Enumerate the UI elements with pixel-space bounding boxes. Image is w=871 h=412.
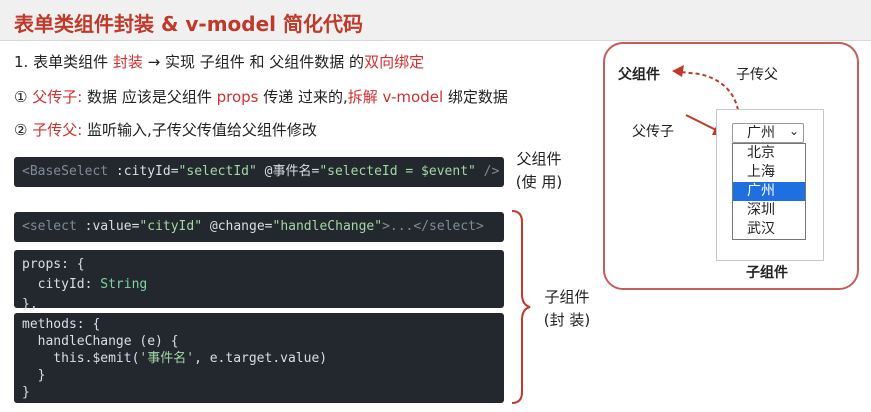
city-options-list: 北京上海广州深圳武汉: [732, 143, 806, 240]
code-token: >...: [382, 219, 414, 234]
page-title: 表单类组件封装 & v-model 简化代码: [14, 12, 363, 36]
code-token: :cityId=: [115, 164, 179, 179]
point-1: 1. 表单类组件 封装 → 实现 子组件 和 父组件数据 的双向绑定: [14, 51, 424, 72]
code-token: "selectId": [178, 164, 257, 179]
diagram-parent-label: 父组件: [618, 67, 660, 83]
point-2: ① 父传子: 数据 应该是父组件 props 传递 过来的,拆解 v-model…: [14, 86, 508, 107]
point-3-suffix: 监听输入,子传父传值给父组件修改: [82, 121, 317, 139]
point-1-middle: → 实现 子组件 和 父组件数据 的: [142, 53, 365, 71]
point-2-parent-to-child: 父传子:: [32, 88, 83, 106]
code-methods: methods: { handleChange (e) { this.$emit…: [14, 313, 504, 403]
code-select: <select :value="cityId" @change="handleC…: [14, 212, 504, 242]
code-token: , e.target.value): [194, 351, 328, 366]
label-line: 子组件: [544, 288, 590, 306]
code-token: handleChange (e) {: [22, 334, 179, 349]
parent-usage-label: 父组件 (使 用): [510, 148, 568, 194]
code-token: cityId:: [22, 277, 101, 292]
code-token: }: [22, 368, 46, 383]
diagram-child-label: 子组件: [746, 265, 788, 281]
code-token: String: [100, 277, 148, 292]
city-option[interactable]: 深圳: [747, 202, 775, 218]
code-token: :value=: [84, 219, 140, 234]
city-select[interactable]: 广州 ⌄: [732, 123, 804, 143]
diagram-parent-to-child-label: 父传子: [632, 124, 674, 140]
point-1-prefix: 1. 表单类组件: [14, 53, 113, 71]
point-2-split-vmodel: 拆解 v-model: [347, 88, 444, 106]
code-token: <select: [22, 219, 85, 234]
title-bar: [0, 0, 871, 41]
point-2-props: props: [216, 88, 259, 106]
code-props: props: { cityId: String },: [14, 250, 504, 312]
city-option[interactable]: 武汉: [747, 221, 775, 237]
label-line: (使 用): [515, 173, 563, 191]
chevron-down-icon: ⌄: [788, 124, 799, 138]
point-2-middle: 数据 应该是父组件: [82, 88, 217, 106]
city-option[interactable]: 上海: [747, 164, 775, 180]
diagram-frame: [603, 42, 859, 290]
code-parent-usage: <BaseSelect :cityId="selectId" @事件名="sel…: [14, 157, 504, 187]
code-token: @事件名=: [256, 164, 320, 179]
code-token: "cityId": [139, 219, 203, 234]
child-encapsulate-label: 子组件 (封 装): [538, 286, 596, 332]
code-token: '事件名': [139, 351, 195, 366]
child-bracket-icon: [511, 210, 531, 404]
code-token: "handleChange": [272, 219, 383, 234]
point-1-two-way: 双向绑定: [364, 53, 425, 71]
code-token: </select>: [413, 219, 484, 234]
code-token: @change=: [202, 219, 273, 234]
code-token: props: {: [22, 257, 85, 272]
code-token: />: [475, 164, 500, 179]
city-option[interactable]: 北京: [747, 145, 775, 161]
point-3-child-to-parent: 子传父:: [32, 121, 83, 139]
code-token: }: [22, 385, 30, 400]
code-token: <BaseSelect: [22, 164, 116, 179]
diagram-child-to-parent-label: 子传父: [736, 67, 778, 83]
label-line: (封 装): [543, 311, 591, 329]
point-2-middle2: 传递 过来的,: [258, 88, 348, 106]
city-select-value: 广州: [747, 125, 775, 141]
code-token: },: [22, 297, 38, 312]
code-token: "selecteId = $event": [319, 164, 476, 179]
point-2-prefix: ①: [14, 88, 33, 106]
code-token: methods: {: [22, 317, 101, 332]
city-option[interactable]: 广州: [733, 182, 805, 201]
point-2-suffix: 绑定数据: [443, 88, 508, 106]
code-token: this.$emit(: [22, 351, 140, 366]
point-3-prefix: ②: [14, 121, 33, 139]
point-3: ② 子传父: 监听输入,子传父传值给父组件修改: [14, 119, 317, 140]
point-1-encapsulate: 封装: [112, 53, 143, 71]
label-line: 父组件: [516, 150, 562, 168]
